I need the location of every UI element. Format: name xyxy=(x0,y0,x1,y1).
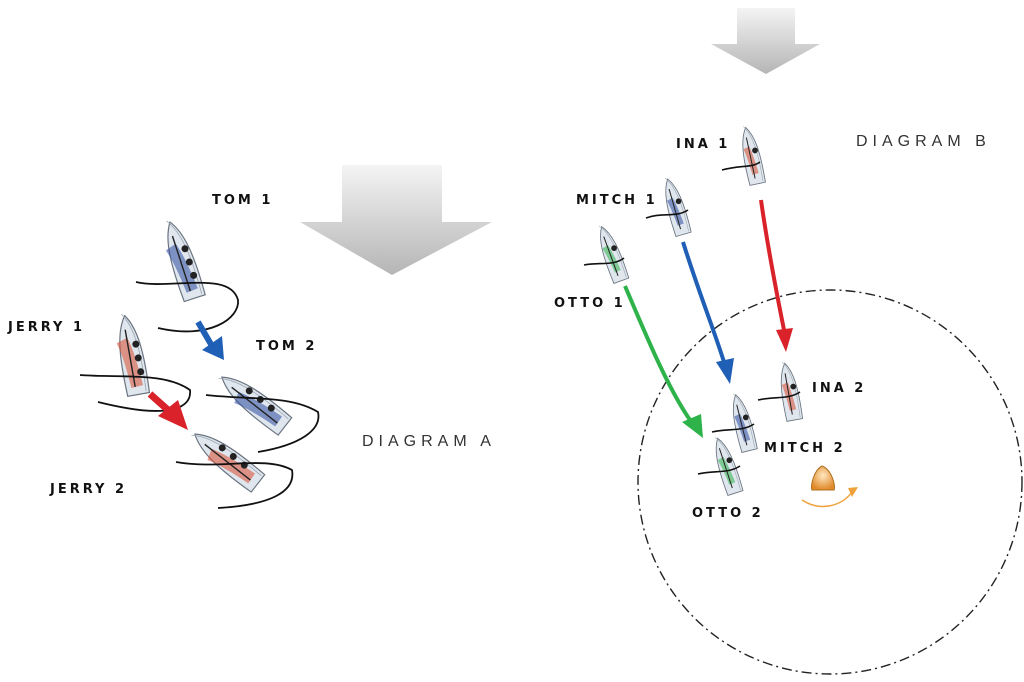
sail-line-ina-2 xyxy=(757,391,801,401)
arrow-mitch xyxy=(681,241,734,384)
sail-line-mitch-2 xyxy=(711,423,755,433)
sail-line-jerry-2 xyxy=(175,461,294,509)
sail-line-otto-2 xyxy=(697,465,741,475)
label-jerry-2: JERRY 2 xyxy=(49,482,127,497)
label-mitch-1: MITCH 1 xyxy=(576,193,658,208)
arrow-tom xyxy=(195,320,224,360)
sail-line-otto-1 xyxy=(583,257,625,266)
mark-buoy xyxy=(801,465,858,508)
boat-jerry-1 xyxy=(112,311,151,398)
diagram-b-title: DIAGRAM B xyxy=(856,133,991,150)
label-tom-1: TOM 1 xyxy=(212,193,273,208)
sail-line-tom-2 xyxy=(205,394,320,453)
boat-mitch-2 xyxy=(726,390,759,453)
arrow-jerry xyxy=(147,391,188,430)
sail-line-jerry-1 xyxy=(79,374,191,412)
boat-otto-1 xyxy=(592,221,630,284)
wind-arrow-b xyxy=(711,8,820,74)
boat-jerry-2 xyxy=(185,423,266,494)
boat-tom-1 xyxy=(157,215,207,303)
boat-ina-1 xyxy=(736,123,767,186)
label-jerry-1: JERRY 1 xyxy=(7,320,85,335)
boat-mitch-1 xyxy=(658,174,692,238)
label-ina-1: INA 1 xyxy=(676,137,730,152)
label-mitch-2: MITCH 2 xyxy=(764,441,846,456)
label-otto-2: OTTO 2 xyxy=(692,506,764,521)
arrow-otto xyxy=(623,285,703,438)
boat-ina-2 xyxy=(775,359,804,422)
mark-zone-circle xyxy=(637,289,1023,675)
arrow-ina xyxy=(759,199,793,352)
label-otto-1: OTTO 1 xyxy=(554,296,626,311)
label-tom-2: TOM 2 xyxy=(256,339,317,354)
sail-line-mitch-1 xyxy=(645,209,689,219)
label-ina-2: INA 2 xyxy=(812,381,866,396)
diagram-a-title: DIAGRAM A xyxy=(362,433,496,450)
sail-line-ina-1 xyxy=(721,161,761,171)
wind-arrow-a xyxy=(300,165,492,275)
boat-otto-2 xyxy=(708,433,744,497)
